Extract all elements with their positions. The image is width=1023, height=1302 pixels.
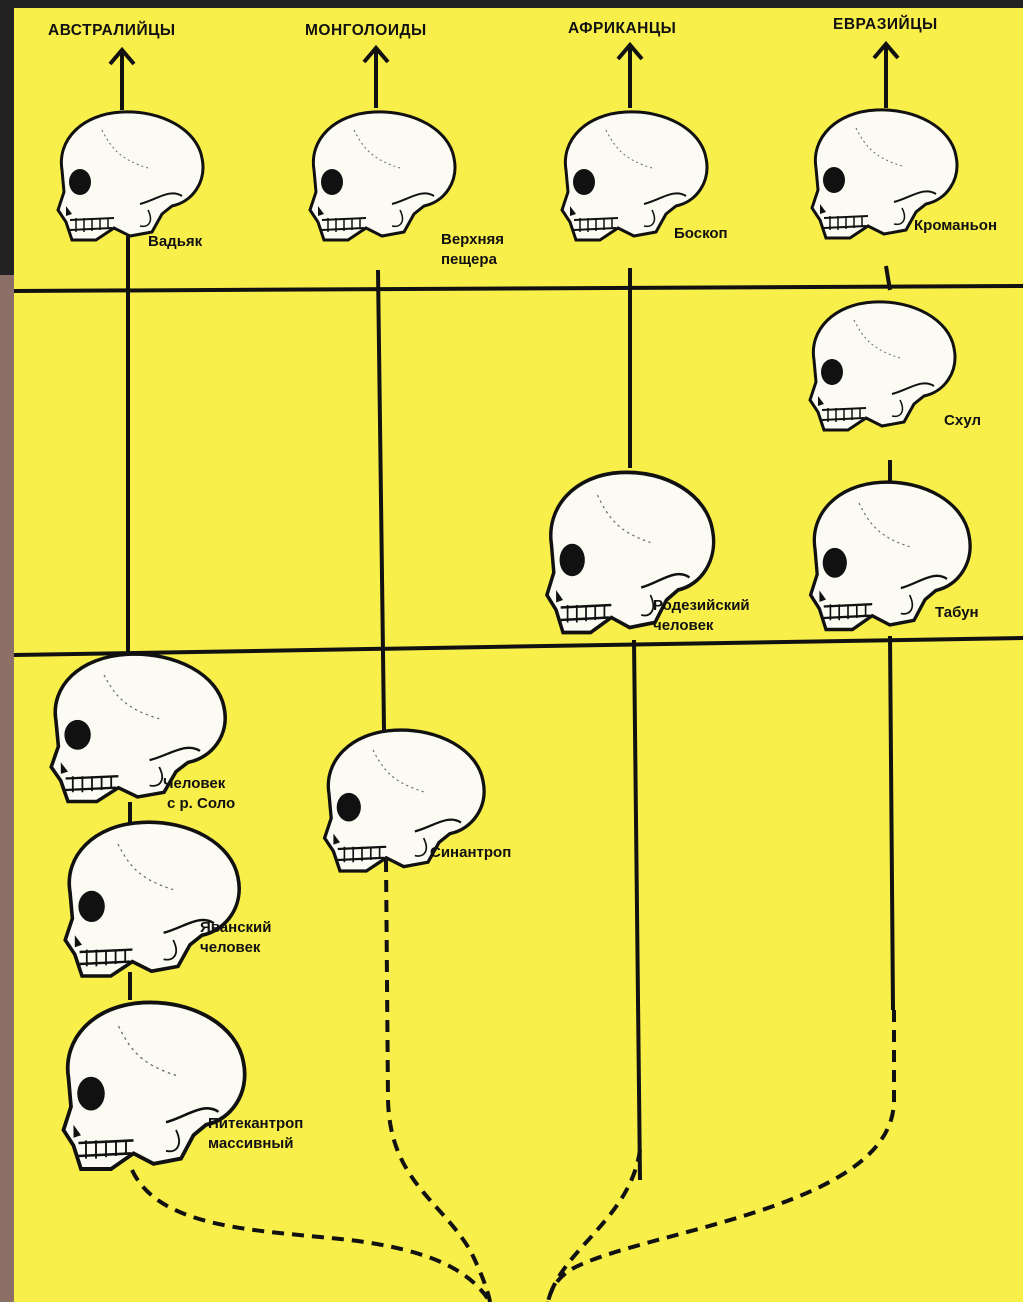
label-javanese: Яванский человек	[200, 918, 272, 958]
skull-boskop-icon	[562, 112, 707, 240]
skull-upper-cave-icon	[310, 112, 455, 240]
label-upper-cave-line2: пещера	[441, 250, 504, 270]
label-rhodesian-line2: человек	[653, 616, 750, 636]
label-rhodesian-line1: Родезийский	[653, 596, 750, 616]
label-cromagnon: Кроманьон	[914, 216, 997, 236]
label-solo-line2: с р. Соло	[163, 794, 235, 814]
label-javanese-line1: Яванский	[200, 918, 272, 938]
divider-line-lower	[14, 638, 1023, 655]
label-pithecanthropus: Питекантроп массивный	[208, 1114, 303, 1154]
label-upper-cave: Верхняя пещера	[441, 230, 504, 270]
label-wadjak: Вадьяк	[148, 232, 202, 252]
lineage-arrows	[110, 44, 898, 110]
lineage-lines	[128, 236, 893, 1180]
skull-wadjak-icon	[58, 112, 203, 240]
header-australians: АВСТРАЛИЙЦЫ	[48, 22, 176, 40]
label-sinanthropus: Синантроп	[430, 843, 511, 863]
label-pithecanthropus-line1: Питекантроп	[208, 1114, 303, 1134]
header-eurasians: ЕВРАЗИЙЦЫ	[833, 16, 938, 34]
label-boskop: Боскоп	[674, 224, 728, 244]
label-solo: Человек с р. Соло	[163, 774, 235, 814]
header-mongoloids: МОНГОЛОИДЫ	[305, 22, 427, 40]
label-javanese-line2: человек	[200, 938, 272, 958]
label-pithecanthropus-line2: массивный	[208, 1134, 303, 1154]
label-skhul: Схул	[944, 411, 981, 431]
divider-line-upper	[14, 286, 1023, 291]
label-rhodesian: Родезийский человек	[653, 596, 750, 636]
header-africans: АФРИКАНЦЫ	[568, 20, 676, 38]
label-solo-line1: Человек	[163, 774, 235, 794]
skull-skhul-icon	[810, 302, 955, 430]
label-upper-cave-line1: Верхняя	[441, 230, 504, 250]
label-tabun: Табун	[935, 603, 979, 623]
